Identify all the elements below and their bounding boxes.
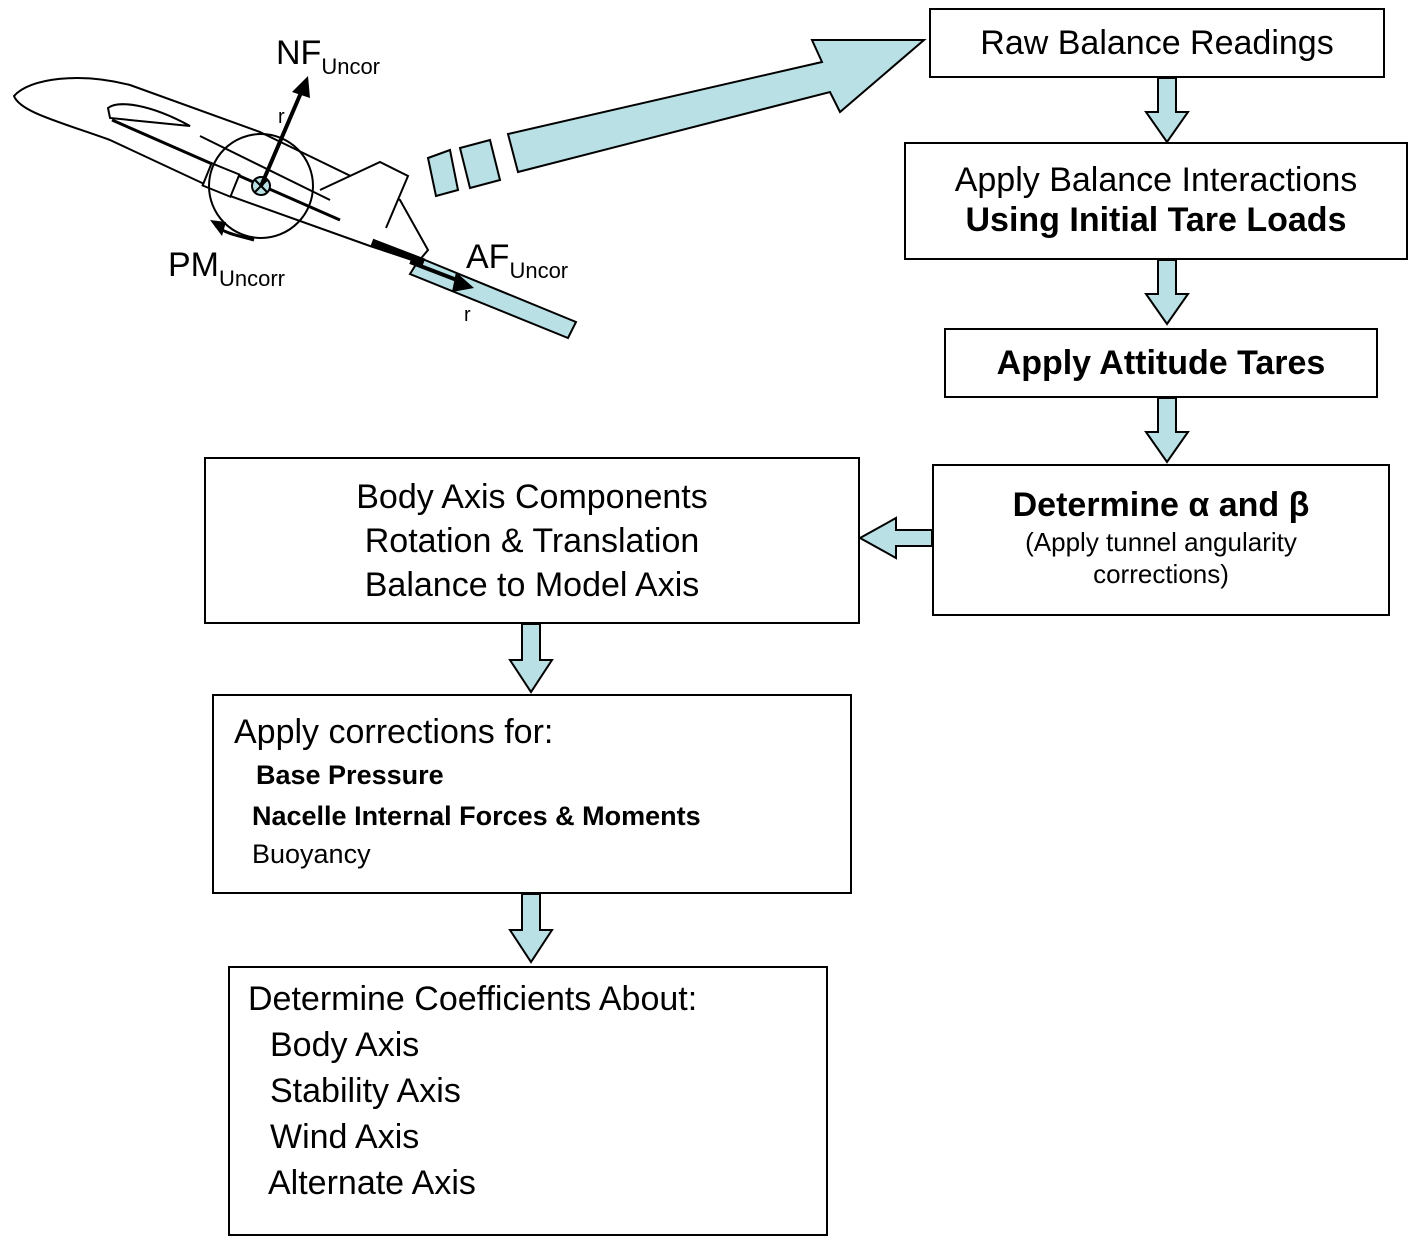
flow-arrow-3 xyxy=(1144,397,1190,464)
corrections-box: Apply corrections for: Base Pressure Nac… xyxy=(212,694,852,894)
balance-interactions-box: Apply Balance Interactions Using Initial… xyxy=(904,142,1408,260)
flow-arrow-5 xyxy=(508,623,554,694)
af-label: AFUncor xyxy=(466,238,569,283)
alpha-beta-line2: (Apply tunnel angularity xyxy=(1025,527,1297,557)
coefficient-item-wind: Wind Axis xyxy=(270,1118,420,1156)
pm-label: PMUncorr xyxy=(168,246,286,291)
af-r-label: r xyxy=(464,304,471,326)
nf-r-label: r xyxy=(278,106,285,128)
data-flow-dash-2 xyxy=(458,138,502,190)
alpha-beta-box: Determine α and β (Apply tunnel angulari… xyxy=(932,464,1390,616)
body-axis-line2: Rotation & Translation xyxy=(364,522,700,560)
data-flow-dash-1 xyxy=(426,148,460,198)
af-arrow xyxy=(409,260,463,284)
body-axis-line1: Body Axis Components xyxy=(356,478,708,516)
attitude-tares-box: Apply Attitude Tares xyxy=(944,328,1378,398)
body-axis-line3: Balance to Model Axis xyxy=(364,566,700,604)
raw-balance-readings-box: Raw Balance Readings xyxy=(929,8,1385,78)
flow-arrow-6 xyxy=(508,893,554,964)
aircraft-canopy xyxy=(106,103,191,127)
nf-arrow xyxy=(259,87,305,187)
balance-interactions-line1: Apply Balance Interactions xyxy=(954,161,1358,199)
alpha-beta-title: Determine α and β xyxy=(1012,486,1310,524)
coefficients-box: Determine Coefficients About: Body Axis … xyxy=(228,966,828,1236)
flow-arrow-2 xyxy=(1144,259,1190,326)
correction-item-buoyancy: Buoyancy xyxy=(252,839,371,869)
attitude-tares-text: Apply Attitude Tares xyxy=(996,344,1326,382)
alpha-beta-line3: corrections) xyxy=(1093,559,1229,589)
flow-arrow-1 xyxy=(1144,77,1190,144)
correction-item-nacelle: Nacelle Internal Forces & Moments xyxy=(252,801,701,831)
flow-arrow-4 xyxy=(857,516,933,560)
nf-label: NFUncor xyxy=(276,34,381,79)
balance-circle xyxy=(208,133,314,239)
correction-item-base-pressure: Base Pressure xyxy=(256,760,444,790)
body-axis-box: Body Axis Components Rotation & Translat… xyxy=(204,457,860,624)
coefficient-item-alternate: Alternate Axis xyxy=(268,1164,476,1202)
corrections-heading: Apply corrections for: xyxy=(234,713,554,751)
aircraft-wing-edge xyxy=(199,135,331,201)
coefficients-heading: Determine Coefficients About: xyxy=(248,980,698,1018)
aircraft-tail xyxy=(319,160,410,229)
balance-interactions-line2: Using Initial Tare Loads xyxy=(965,201,1347,239)
coefficient-item-stability: Stability Axis xyxy=(270,1072,461,1110)
data-flow-arrow xyxy=(506,39,927,174)
raw-balance-readings-text: Raw Balance Readings xyxy=(980,24,1334,62)
aircraft-stripe xyxy=(370,238,426,266)
coefficient-item-body: Body Axis xyxy=(270,1026,420,1064)
